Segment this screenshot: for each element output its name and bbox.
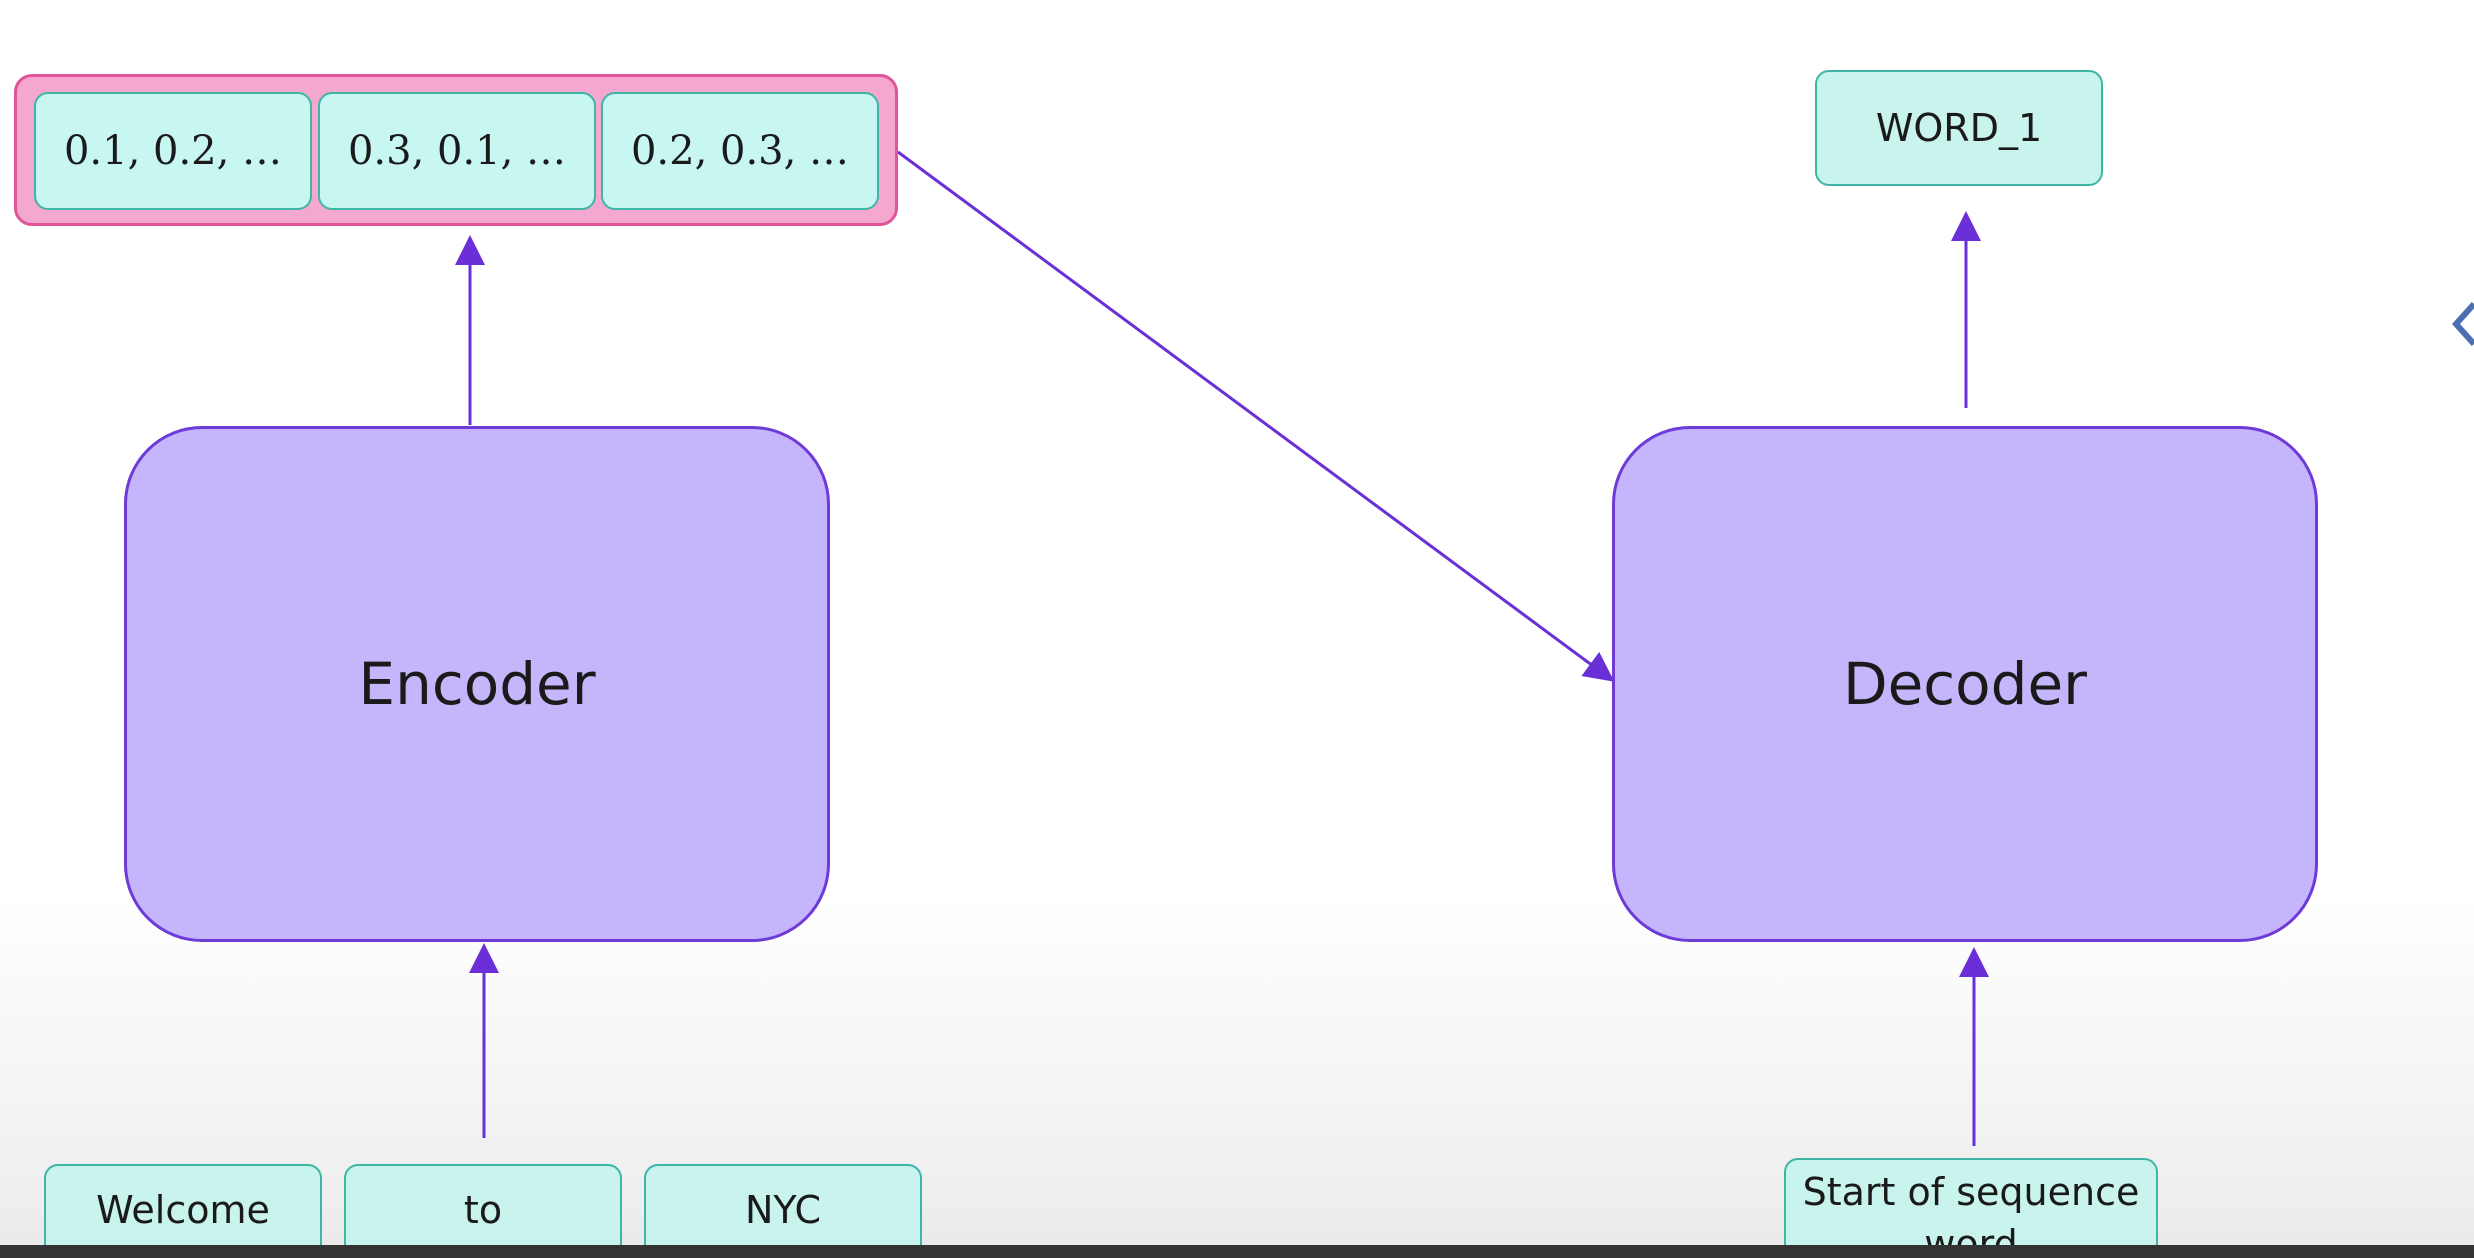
input-token-to: to — [344, 1164, 622, 1258]
input-token-label: to — [463, 1188, 503, 1232]
output-word-label: WORD_1 — [1875, 106, 2043, 150]
arrow-embeddings-to-decoder — [897, 150, 1615, 682]
input-token-label: Welcome — [96, 1188, 270, 1232]
encoder-block: Encoder — [124, 426, 830, 942]
side-arrow-icon — [2452, 301, 2474, 347]
input-token-nyc: NYC — [644, 1164, 922, 1258]
input-token-welcome: Welcome — [44, 1164, 322, 1258]
input-token-label: NYC — [744, 1188, 822, 1232]
decoder-block: Decoder — [1612, 426, 2318, 942]
embedding-cell-1: 0.1, 0.2, … — [34, 92, 312, 210]
start-token-label: Start of sequence word — [1802, 1170, 2140, 1258]
start-of-sequence-token: Start of sequence word — [1784, 1158, 2158, 1258]
encoder-label: Encoder — [358, 650, 596, 718]
output-word-token: WORD_1 — [1815, 70, 2103, 186]
embedding-cell-2: 0.3, 0.1, … — [318, 92, 596, 210]
embedding-cell-3: 0.2, 0.3, … — [601, 92, 879, 210]
decoder-label: Decoder — [1842, 650, 2088, 718]
bottom-bar — [0, 1245, 2474, 1258]
